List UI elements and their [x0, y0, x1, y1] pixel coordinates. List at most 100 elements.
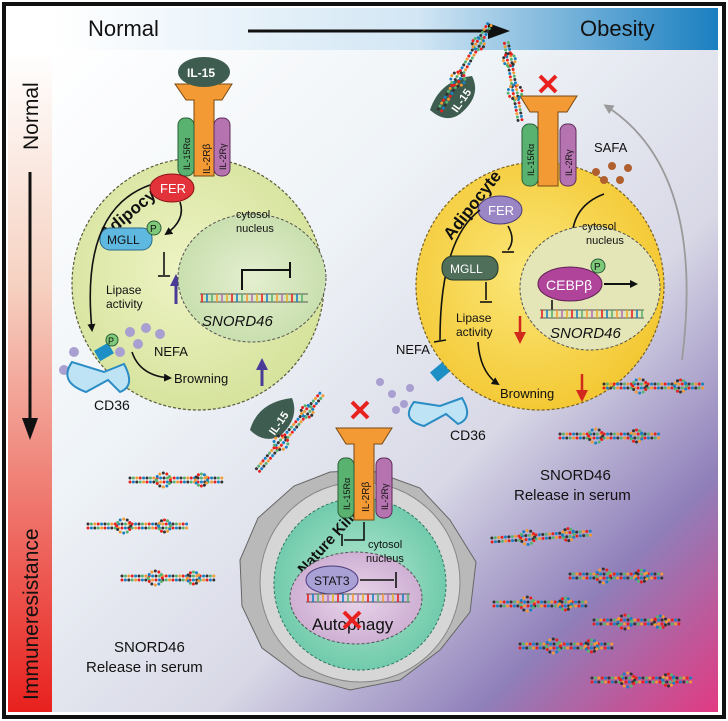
obesity-nefa-label: NEFA [396, 342, 430, 357]
normal-il15ra-label: IL-15Rα [182, 138, 192, 170]
snorna-hairpin-icon [128, 471, 224, 489]
nk-il15ra-chain [337, 457, 355, 519]
nk-il2rg-chain [375, 457, 393, 519]
obesity-lipase-down-arrowhead-icon [514, 332, 526, 344]
nk-cell-panel: Nature Killer IL-15 IL-15Rα IL-2Rβ IL-2R… [239, 398, 477, 691]
nk-autophagy-label: Autophagy [312, 615, 394, 634]
header-arrowhead-icon [488, 23, 510, 39]
left-release-line2: Release in serum [86, 659, 203, 676]
normal-il15-ligand-icon [178, 57, 230, 87]
obesity-browning-down-arrowhead-icon [576, 390, 588, 402]
obesity-il15ra-chain [521, 123, 539, 187]
obesity-lipase-line2: activity [456, 325, 493, 339]
normal-phospho-icon [146, 220, 162, 236]
normal-phospho-label: P [150, 224, 157, 235]
snorna-hairpin-icon [436, 22, 493, 113]
normal-cd36-label: CD36 [94, 397, 130, 413]
normal-gene-promoter-line [241, 269, 290, 290]
corner-cell [8, 8, 52, 52]
normal-il2rb-label: IL-2Rβ [202, 144, 213, 174]
snorna-hairpin-icon [558, 427, 661, 445]
normal-lipase-line2: activity [106, 297, 143, 311]
nk-stat3-label: STAT3 [314, 574, 350, 588]
nk-il2rg-label: IL-2Rγ [380, 483, 390, 510]
obesity-mgll-label: MGLL [450, 262, 483, 276]
normal-il2rg-chain [213, 117, 231, 177]
obesity-lipase-line1: Lipase [456, 311, 492, 325]
normal-nefa-label: NEFA [154, 344, 188, 359]
nk-il15ra-label: IL-15Rα [342, 478, 352, 510]
normal-il15ra-chain [177, 117, 195, 177]
obesity-il15-ligand-icon [430, 76, 476, 119]
nk-il2rb-label: IL-2Rβ [361, 482, 372, 512]
normal-lipase-line1: Lipase [106, 283, 142, 297]
nk-nucleus-label: nucleus [366, 553, 404, 565]
normal-cd36-phospho-icon [105, 333, 119, 347]
normal-fer-to-cd36-arrow [87, 184, 151, 332]
normal-il2rb-receptor [174, 83, 233, 177]
nk-dna-rungs [307, 594, 409, 602]
snorna-hairpin-icon [86, 517, 189, 535]
header-right-label: Obesity [580, 16, 655, 41]
normal-adipocyte-panel: Adipocyte IL-15 IL-15Rα IL-2Rβ IL-2Rγ FE… [59, 57, 327, 413]
obesity-nucleus-label: nucleus [586, 235, 624, 247]
normal-nucleus-label: nucleus [236, 223, 274, 235]
normal-mgll-label: MGLL [107, 233, 140, 247]
obesity-il2rg-label: IL-2Rγ [564, 149, 574, 176]
normal-fer-protein [149, 173, 195, 203]
obesity-safa-dots [592, 162, 632, 184]
side-arrowhead-icon [22, 418, 38, 440]
snorna-hairpin-icon [602, 377, 705, 395]
obesity-feedback-arrow [603, 104, 688, 361]
normal-cd36-phospho-label: P [108, 336, 114, 346]
normal-cytosol-label: cytosol [236, 209, 270, 221]
left-release-line1: SNORD46 [114, 639, 185, 656]
obesity-cd36-anchor [430, 362, 450, 382]
side-bottom-label: Immuneresistance [20, 528, 43, 700]
normal-mgll-protein [99, 227, 153, 251]
snorna-hairpin-icon [490, 527, 592, 546]
obesity-to-browning-arrow [477, 341, 500, 386]
snorna-hairpin-icon [592, 613, 681, 631]
obesity-fer-label: FER [488, 203, 514, 218]
normal-il2rg-label: IL-2Rγ [218, 143, 228, 170]
normal-nucleus [177, 213, 327, 343]
normal-nefa-to-browning-arrow [131, 351, 172, 382]
obesity-fer-inhibit-line [507, 225, 513, 251]
obesity-il2rg-chain [559, 123, 577, 187]
nk-il2rb-receptor [335, 427, 393, 521]
snorna-hairpin-icon [501, 41, 524, 122]
obesity-phospho-icon [590, 258, 606, 274]
obesity-dna-rungs [541, 310, 643, 318]
obesity-cd36-label: CD36 [450, 427, 486, 443]
obesity-snord46-gene: SNORD46 [550, 325, 622, 342]
snorna-hairpin-icon [568, 567, 664, 585]
obesity-mgll-protein [441, 255, 499, 281]
obesity-receptor-cross-icon [538, 74, 558, 94]
normal-fer-to-mgll-arrow [164, 201, 183, 236]
obesity-adipocyte-panel: Adipocyte IL-15 IL-15Rα IL-2Rγ SAFA FER … [376, 74, 688, 443]
obesity-release-line1: SNORD46 [540, 467, 611, 484]
normal-browning-up-arrowhead-icon [256, 358, 268, 370]
nk-receptor-cross-icon [350, 400, 370, 420]
obesity-cytosol-label: cytosol [582, 221, 616, 233]
snorna-hairpin-icon [120, 569, 216, 587]
nk-il15-ligand-icon [250, 398, 295, 439]
normal-fer-label: FER [160, 181, 186, 196]
normal-il15-label: IL-15 [187, 66, 215, 80]
obesity-cd36-receptor [407, 396, 469, 428]
side-top-label: Normal [20, 82, 43, 150]
snorna-hairpin-icon [518, 637, 614, 655]
snorna-hairpin-icon [254, 391, 325, 473]
snorna-hairpin-icon [590, 671, 693, 689]
snorna-hairpins [86, 22, 705, 689]
normal-dna-strand [200, 293, 308, 303]
obesity-release-line2: Release in serum [514, 487, 631, 504]
obesity-fer-protein [477, 195, 523, 225]
obesity-fer-to-cd36-bar [433, 339, 447, 343]
obesity-safa-label: SAFA [594, 140, 628, 155]
header-band [52, 8, 718, 50]
snorna-hairpin-icon [492, 595, 588, 613]
obesity-il2rb-receptor [519, 95, 578, 187]
